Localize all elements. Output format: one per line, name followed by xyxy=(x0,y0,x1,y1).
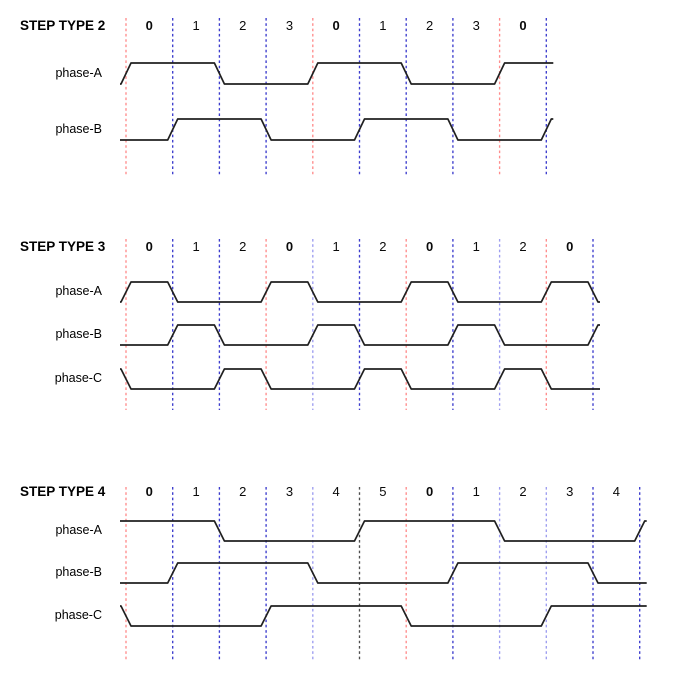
state-number: 3 xyxy=(566,484,574,499)
section-title: STEP TYPE 2 xyxy=(20,18,106,33)
phase-B-label: phase-B xyxy=(55,121,102,136)
phase-A-waveform xyxy=(120,520,647,542)
phase-C-label: phase-C xyxy=(54,608,102,622)
state-number: 2 xyxy=(425,18,434,33)
state-number: 1 xyxy=(379,18,387,33)
state-number: 0 xyxy=(566,239,574,254)
state-number: 0 xyxy=(145,18,153,33)
state-number: 0 xyxy=(332,18,340,33)
section-title: STEP TYPE 4 xyxy=(20,484,106,499)
state-number: 0 xyxy=(145,239,153,254)
state-number: 0 xyxy=(519,18,527,33)
state-number: 0 xyxy=(285,239,294,254)
state-number: 0 xyxy=(425,239,434,254)
state-number: 2 xyxy=(519,484,527,499)
state-number: 2 xyxy=(239,484,247,499)
state-number: 1 xyxy=(472,484,480,499)
phase-B-label: phase-B xyxy=(55,565,102,579)
phase-A-label: phase-A xyxy=(55,65,102,80)
phase-C-waveform xyxy=(120,605,647,627)
state-number: 4 xyxy=(612,484,621,499)
phase-A-waveform xyxy=(120,62,554,85)
state-number: 1 xyxy=(332,239,340,254)
state-number: 3 xyxy=(472,18,480,33)
state-number: 5 xyxy=(379,484,387,499)
state-number: 0 xyxy=(425,484,434,499)
state-number: 0 xyxy=(145,484,153,499)
state-number: 1 xyxy=(192,239,200,254)
state-number: 1 xyxy=(472,239,480,254)
state-number: 2 xyxy=(239,18,247,33)
state-number: 1 xyxy=(192,18,200,33)
phase-C-label: phase-C xyxy=(54,371,102,385)
phase-A-label: phase-A xyxy=(55,284,102,298)
state-number: 2 xyxy=(379,239,387,254)
phase-A-waveform xyxy=(120,281,600,303)
state-number: 3 xyxy=(285,18,294,33)
phase-B-waveform xyxy=(120,118,554,141)
phase-B-label: phase-B xyxy=(55,327,102,341)
state-number: 1 xyxy=(192,484,200,499)
phase-A-label: phase-A xyxy=(55,523,102,537)
state-number: 2 xyxy=(519,239,527,254)
phase-B-waveform xyxy=(120,324,600,346)
state-number: 3 xyxy=(285,484,294,499)
section-title: STEP TYPE 3 xyxy=(20,239,106,254)
phase-B-waveform xyxy=(120,562,647,584)
state-number: 4 xyxy=(332,484,340,499)
state-number: 2 xyxy=(239,239,247,254)
phase-C-waveform xyxy=(120,368,600,390)
